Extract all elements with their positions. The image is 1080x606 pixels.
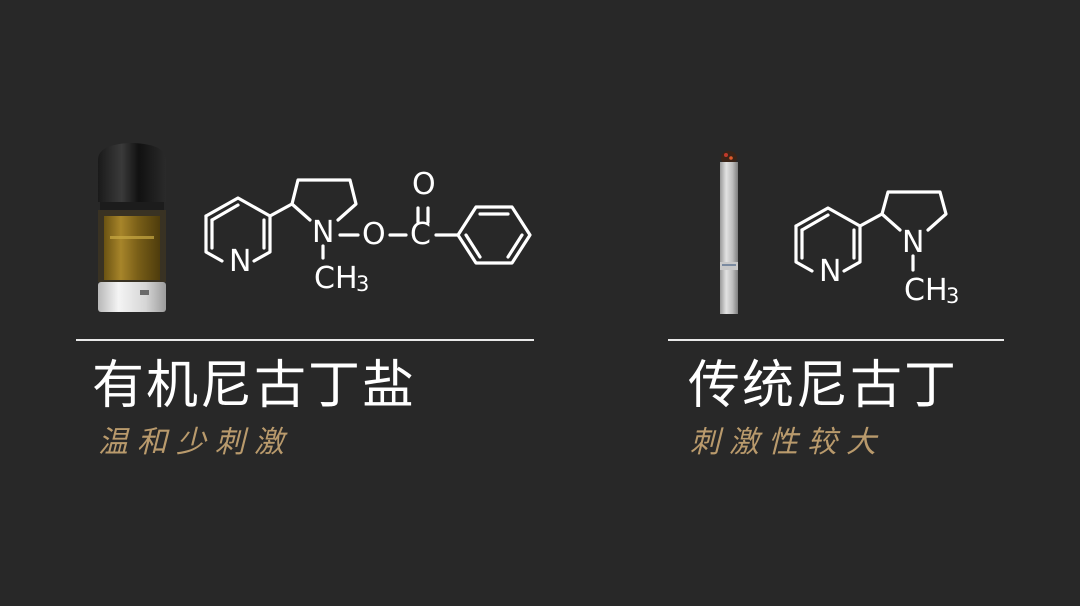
nicotine-structure: N N CH 3 xyxy=(794,190,959,308)
methyl-subscript: 3 xyxy=(356,272,369,296)
pyridine-ring: N xyxy=(794,206,862,289)
nicotine-salt-structure: N N CH 3 O C O xyxy=(204,167,532,296)
methyl-label: CH xyxy=(904,273,948,308)
left-divider xyxy=(76,339,534,341)
pyridine-n-label: N xyxy=(819,254,841,289)
pyridine-n-label: N xyxy=(229,244,251,279)
pyrrolidine-ring: N CH 3 xyxy=(290,178,369,296)
pyrrolidine-n-label: N xyxy=(312,215,334,250)
benzene-ring xyxy=(456,205,532,265)
right-subtitle: 刺激性较大 xyxy=(690,425,885,460)
methyl-subscript: 3 xyxy=(946,284,959,308)
pyrrolidine-n-label: N xyxy=(902,225,924,260)
left-subtitle: 温和少刺激 xyxy=(98,425,293,460)
e-cigarette-pod-image xyxy=(98,143,166,312)
carbonyl-c-label: C xyxy=(410,217,431,252)
methyl-label: CH xyxy=(314,261,358,296)
pyridine-ring: N xyxy=(204,196,272,279)
pyrrolidine-ring: N CH 3 xyxy=(880,190,959,308)
left-title: 有机尼古丁盐 xyxy=(92,356,417,416)
carbonyl-o-label: O xyxy=(412,167,436,202)
cigarette-image xyxy=(720,151,738,314)
right-title: 传统尼古丁 xyxy=(688,356,959,416)
right-divider xyxy=(668,339,1004,341)
ester-o-label: O xyxy=(362,217,386,252)
